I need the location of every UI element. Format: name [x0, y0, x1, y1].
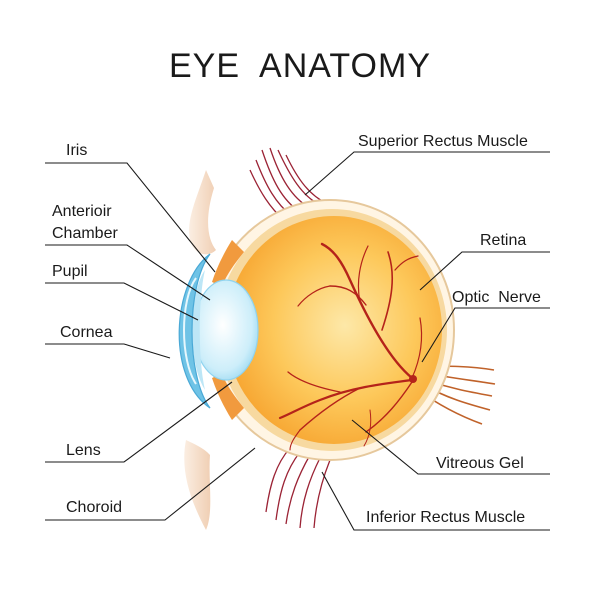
label-choroid: Choroid	[66, 499, 122, 516]
cornea	[178, 253, 211, 409]
retinal-vessels	[278, 242, 423, 451]
label-vitreous-gel: Vitreous Gel	[436, 455, 524, 472]
label-pupil: Pupil	[52, 263, 88, 280]
iris-structure	[212, 240, 244, 286]
leader-lines	[45, 151, 550, 531]
anterior-chamber	[192, 270, 205, 390]
label-superior-rectus-muscle: Superior Rectus Muscle	[358, 133, 528, 150]
vitreous-body	[226, 216, 442, 444]
lower-eyelid	[184, 440, 211, 530]
label-inferior-rectus-muscle: Inferior Rectus Muscle	[366, 509, 525, 526]
cornea-highlight	[183, 277, 197, 385]
label-iris: Iris	[66, 142, 87, 159]
lens	[193, 279, 259, 381]
label-cornea: Cornea	[60, 324, 113, 341]
label-anterior-chamber-line2: Chamber	[52, 225, 118, 242]
upper-eyelid	[189, 170, 216, 255]
label-retina: Retina	[480, 232, 526, 249]
label-anterior-chamber-line1: Anterioir	[52, 203, 112, 220]
label-lens: Lens	[66, 442, 101, 459]
iris-structure-lower	[212, 374, 244, 420]
label-optic-nerve: Optic Nerve	[452, 289, 541, 306]
page-title: EYE ANATOMY	[169, 47, 431, 85]
